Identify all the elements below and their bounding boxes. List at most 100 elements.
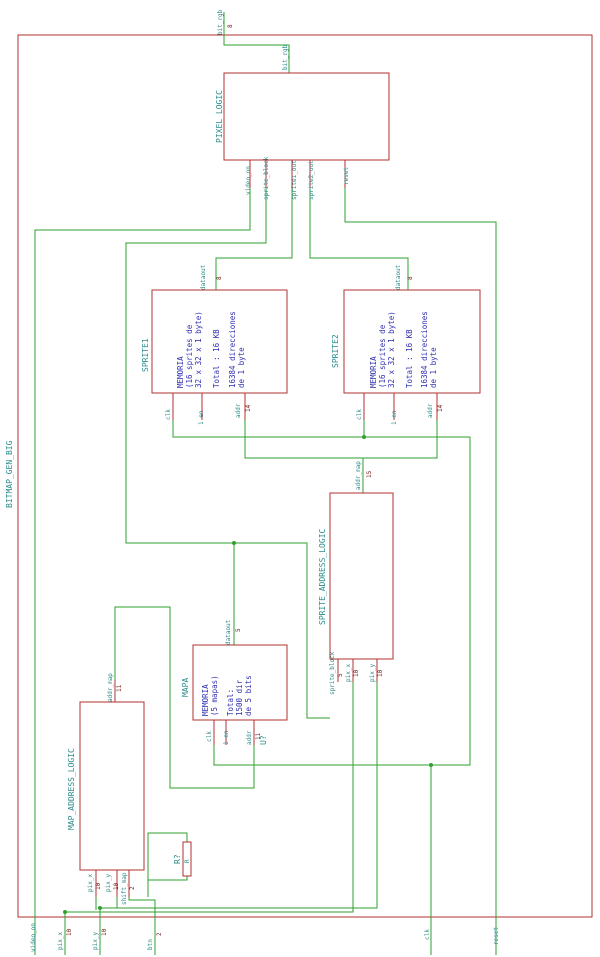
connector-reset: reset — [493, 927, 500, 945]
resistor-symbol[interactable]: R? R — [173, 841, 192, 877]
mapa-line-5: de 5 bits — [244, 675, 253, 716]
bottom-connectors: video_on pix_x 10 pix_y 10 btn 2 clk res… — [30, 923, 500, 952]
mapa-bus-addr: 11 — [255, 732, 262, 740]
sprite2-line-3: 32 x 32 x 1 byte) — [387, 311, 396, 388]
sprite1-port-addr: addr — [235, 403, 242, 418]
sprite2-port-addr: addr — [427, 403, 434, 418]
resistor-value: R — [184, 859, 191, 863]
connector-bit-rgb: bit_rgb — [217, 9, 224, 35]
sprite1-line-3: 32 x 32 x 1 byte) — [194, 311, 203, 388]
sprite2-line-2: (16 sprites de — [378, 324, 387, 388]
sprite1-block[interactable]: SPRITE1 dataout 8 MEMORIA (16 sprites de… — [141, 264, 288, 425]
sprite-address-logic-block[interactable]: SPRITE_ADDRESS_LOGIC addr_map 15 sprite_… — [318, 461, 394, 695]
junction-pix-y — [98, 906, 102, 910]
connector-btn: btn — [147, 939, 154, 950]
sal-bus-x: 10 — [353, 669, 360, 677]
sprite2-line-5: 16384 direcciones — [420, 311, 429, 388]
sal-bus-addr: 15 — [366, 470, 373, 478]
sal-bus-y: 10 — [377, 669, 384, 677]
mal-port-pix-y: pix_y — [105, 874, 112, 892]
connector-pix-x-bus: 10 — [66, 928, 73, 936]
wire-reset — [344, 188, 497, 955]
wire-sprite2-out — [309, 188, 409, 290]
port-sprite1-out: sprite1_out — [291, 160, 298, 200]
mapa-line-1: MEMORIA — [201, 684, 210, 716]
mal-bus-y: 10 — [113, 882, 120, 890]
mapa-bus-data: 5 — [235, 628, 242, 632]
sprite2-line-6: de 1 byte — [429, 347, 438, 388]
wire-map-addr — [114, 606, 255, 789]
pixel-logic-title: PIXEL_LOGIC — [215, 90, 224, 143]
sprite2-bus-data: 8 — [407, 276, 414, 280]
junction-mapa-data — [232, 541, 236, 545]
sprite2-port-dataout: dataout — [395, 264, 402, 290]
sprite2-title: SPRITE2 — [331, 334, 340, 368]
wire-video-on — [34, 188, 251, 955]
sprite1-port-en: 1 en — [198, 410, 205, 425]
junction-pix-x — [63, 910, 67, 914]
map-address-logic-title: MAP_ADDRESS_LOGIC — [67, 748, 76, 830]
connector-video-on: video_on — [30, 923, 37, 952]
sprite2-line-1: MEMORIA — [369, 356, 378, 388]
wire-sprite1-out — [215, 188, 293, 290]
port-sprite2-out: sprite2_out — [308, 160, 315, 200]
wire-sprite-addr — [244, 420, 438, 459]
sprite1-line-2: (16 sprites de — [185, 324, 194, 388]
port-bit-rgb: bit_rgb — [282, 44, 289, 70]
junctions — [63, 435, 433, 914]
wire-sprite-block — [125, 188, 330, 719]
sal-port-pix-y: pix_y — [369, 664, 376, 682]
wires — [34, 12, 497, 955]
sprite2-line-4: Total : 16 KB — [405, 329, 414, 388]
sprite1-port-dataout: dataout — [200, 264, 207, 290]
sal-bus-block: 5 — [337, 673, 344, 677]
pixel-logic-block[interactable]: PIXEL_LOGIC bit_rgb 8 bit_rgb video_on s… — [215, 9, 390, 200]
wire-shift-btn — [128, 897, 156, 955]
sprite1-bus-data: 8 — [216, 276, 223, 280]
mal-port-addr-map: addr_map — [107, 673, 114, 702]
connector-btn-bus: 2 — [156, 932, 163, 936]
sprite2-block[interactable]: SPRITE2 dataout 8 MEMORIA (16 sprites de… — [331, 264, 481, 425]
sprite1-bus-addr: 14 — [245, 404, 252, 412]
sprite2-port-en: 1 en — [391, 410, 398, 425]
mapa-port-clk: clk — [206, 731, 213, 742]
connector-pix-x: pix_x — [57, 932, 64, 950]
mal-bus-addr: 11 — [116, 684, 123, 692]
map-address-logic-block[interactable]: MAP_ADDRESS_LOGIC addr_map 11 pix_x 10 p… — [67, 673, 145, 905]
sprite1-line-1: MEMORIA — [176, 356, 185, 388]
resistor-ref: R? — [173, 854, 182, 864]
mal-port-pix-x: pix_x — [87, 874, 94, 892]
junction-clk-in — [429, 763, 433, 767]
wire-clk-bus — [172, 420, 471, 766]
mapa-line-3: Total: — [226, 689, 235, 716]
port-video-on: video_on — [245, 166, 252, 195]
connector-pix-y-bus: 10 — [101, 928, 108, 936]
port-sprite-block: sprite_block — [263, 156, 270, 200]
wire-pix-x — [64, 682, 354, 955]
sprite2-port-clk: clk — [356, 409, 363, 420]
sheet-title: BITMAP_GEN_BIG — [5, 440, 14, 508]
mapa-port-addr: addr — [246, 730, 253, 745]
mal-port-shift-map: shift_map — [121, 872, 128, 905]
mapa-port-dataout: dataout — [225, 619, 232, 645]
bit-rgb-bus: 8 — [227, 24, 234, 28]
sprite1-line-4: Total : 16 KB — [212, 329, 221, 388]
sprite1-title: SPRITE1 — [141, 338, 150, 372]
sal-port-sprite-block: sprite_block — [329, 651, 336, 695]
wire-resistor-bottom — [148, 876, 188, 881]
sheet-frame — [17, 34, 593, 918]
sprite1-port-clk: clk — [165, 409, 172, 420]
mal-bus-shift: 2 — [129, 886, 136, 890]
sprite-address-logic-title: SPRITE_ADDRESS_LOGIC — [318, 528, 327, 625]
connector-pix-y: pix_y — [92, 932, 99, 950]
sal-port-addr-map: addr_map — [355, 461, 362, 490]
mapa-title: MAPA — [181, 678, 190, 697]
sprite1-line-5: 16384 direcciones — [228, 311, 237, 388]
mal-bus-x: 10 — [95, 882, 102, 890]
wire-bit-rgb — [223, 12, 290, 73]
wire-resistor-top — [147, 832, 188, 897]
sprite2-bus-addr: 14 — [437, 404, 444, 412]
mapa-port-en: 1 en — [223, 730, 230, 745]
mapa-block[interactable]: MAPA dataout 5 MEMORIA (5 mapas) Total: … — [181, 619, 288, 745]
